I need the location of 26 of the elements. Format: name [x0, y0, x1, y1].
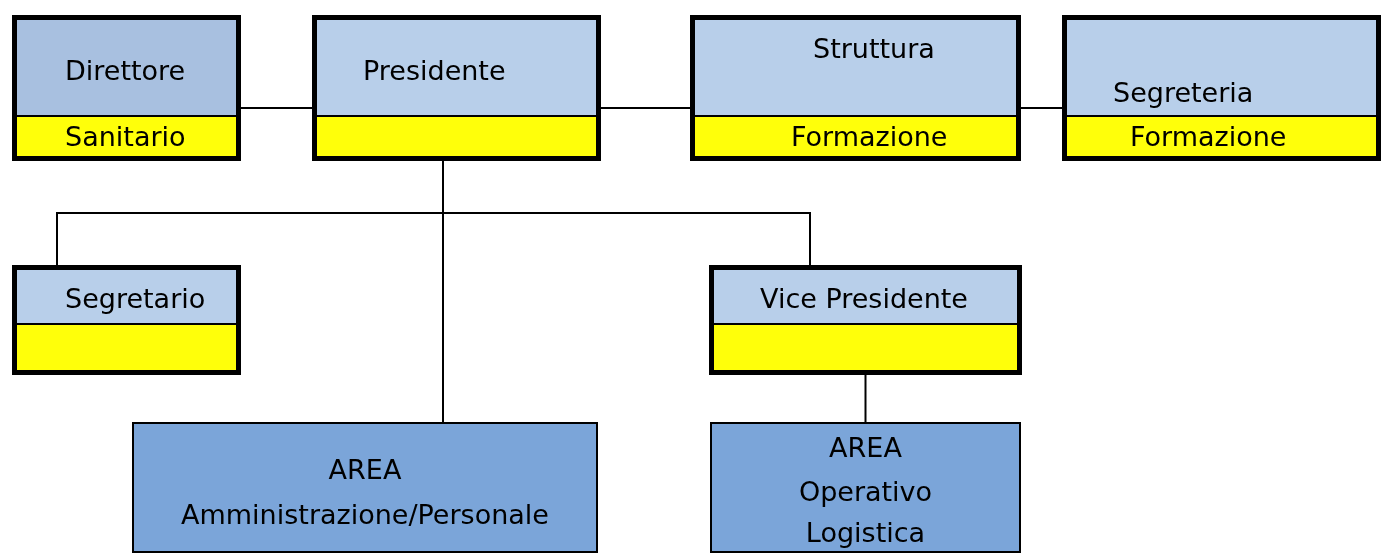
area-label: AREA: [327, 454, 403, 486]
connector-line: [240, 107, 313, 109]
area-label: Amministrazione/Personale: [180, 499, 550, 531]
connector-line: [1020, 107, 1063, 109]
connector-line: [442, 160, 444, 423]
role-label: Segreteria: [1113, 77, 1254, 109]
role-box: [12, 15, 241, 161]
role-label: Formazione: [791, 121, 948, 153]
role-box: [312, 15, 601, 161]
role-label: Direttore: [65, 55, 186, 87]
area-label: Operativo Logistica: [797, 475, 934, 550]
role-label: Sanitario: [65, 121, 186, 153]
role-label: Segretario: [65, 283, 206, 315]
area-box: [710, 422, 1021, 553]
area-label: AREA: [828, 432, 903, 464]
role-box: [12, 265, 241, 375]
area-box: [132, 422, 598, 553]
role-label: Struttura: [813, 33, 935, 65]
role-box: [709, 265, 1022, 375]
role-label: Presidente: [363, 55, 506, 87]
role-box: [1062, 15, 1381, 161]
connector-line: [600, 107, 691, 109]
role-label: Formazione: [1130, 121, 1287, 153]
role-box: [690, 15, 1021, 161]
connector-line: [864, 374, 867, 423]
role-label: Vice Presidente: [760, 283, 968, 315]
